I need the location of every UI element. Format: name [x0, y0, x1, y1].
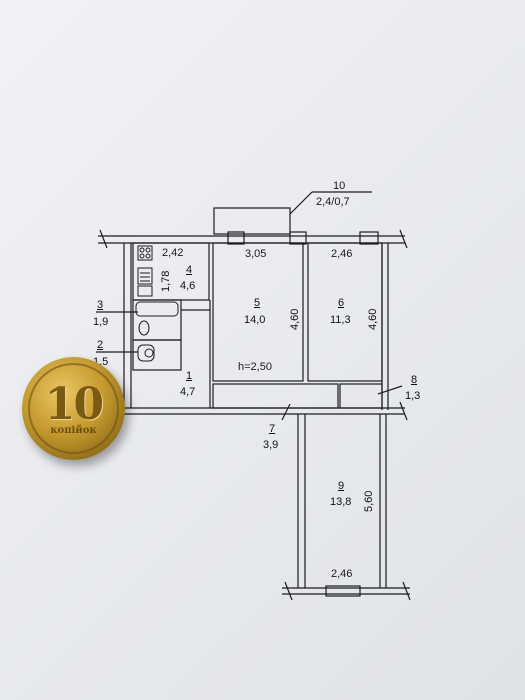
room5-width: 3,05 [245, 248, 267, 260]
room-6-num: 6 [338, 297, 345, 309]
kitchen-length: 1,78 [160, 270, 172, 292]
room-10-num: 10 [333, 180, 346, 192]
room-9-area: 13,8 [330, 496, 352, 508]
room6-width: 2,46 [331, 248, 353, 260]
kitchen-width: 2,42 [162, 247, 184, 259]
room-7-area: 3,9 [263, 439, 279, 451]
room-7-num: 7 [269, 423, 276, 435]
room-1-area: 4,7 [180, 386, 196, 398]
coin-photo: 10 копійок [22, 357, 125, 460]
room-10-area: 2,4/0,7 [316, 196, 350, 208]
room-9-num: 9 [338, 480, 345, 492]
room5-length: 4,60 [289, 308, 301, 330]
room6-length: 4,60 [367, 308, 379, 330]
coin-value: 10 [44, 379, 104, 430]
room-10-label: 10 [333, 180, 345, 192]
coin-rim [28, 363, 119, 454]
room-5-area: 14,0 [244, 314, 266, 326]
room-3-area: 1,9 [93, 316, 109, 328]
ceiling-height: h=2,50 [238, 361, 272, 373]
room-5-num: 5 [254, 297, 261, 309]
room-2-area: 1,5 [93, 356, 109, 368]
room-8-num: 8 [411, 374, 418, 386]
room-10-area-value: 2,4/0,7 [316, 196, 350, 208]
room-4-num: 4 [186, 264, 193, 276]
room-2-num: 2 [97, 339, 104, 351]
room-3-num: 3 [97, 299, 104, 311]
room-4-area: 4,6 [180, 280, 196, 292]
room-6-area: 11,3 [330, 314, 351, 326]
room-8-area: 1,3 [405, 390, 421, 402]
room9-length: 5,60 [363, 490, 375, 512]
room9-width: 2,46 [331, 568, 353, 580]
coin-word: копійок [50, 425, 97, 436]
room-1-num: 1 [186, 370, 193, 382]
